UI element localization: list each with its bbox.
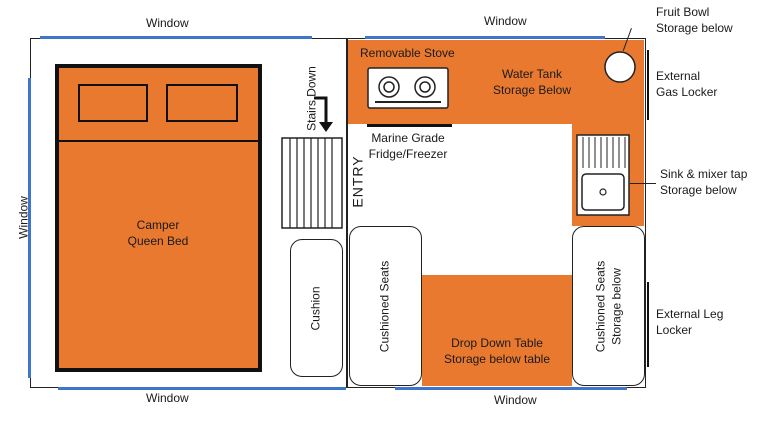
stairs-down-arrow-icon <box>314 96 333 132</box>
fridge-bar <box>367 124 452 127</box>
gas-locker-label-line2: Gas Locker <box>656 85 718 99</box>
drop-down-table <box>422 275 572 386</box>
cushioned-seats-right-label-line1: Cushioned Seats <box>593 260 608 353</box>
pillow-right <box>166 84 238 122</box>
removable-stove-label: Removable Stove <box>360 46 455 60</box>
fridge-label-line2: Fridge/Freezer <box>368 147 448 161</box>
window-strip-left <box>28 78 31 378</box>
cushion-label: Cushion <box>308 286 323 331</box>
stove-icon <box>367 67 449 109</box>
leg-locker-bar <box>647 282 649 367</box>
window-label-bottom-right: Window <box>494 393 537 407</box>
window-label-top-right: Window <box>484 14 527 28</box>
bed-label-line2: Queen Bed <box>127 234 189 248</box>
window-strip-bottom-left <box>58 387 346 390</box>
cushioned-seats-left <box>349 226 422 386</box>
bed-headboard-line <box>55 140 262 142</box>
cushion <box>290 239 343 377</box>
table-label-line1: Drop Down Table <box>451 336 543 350</box>
partition-wall <box>346 38 348 388</box>
fruit-bowl-label: Fruit Bowl <box>656 5 710 19</box>
stairs <box>281 137 343 229</box>
cushioned-seats-left-label: Cushioned Seats <box>377 260 392 353</box>
water-tank-label-line1: Water Tank <box>501 67 563 81</box>
sink-label-line2: Storage below <box>660 183 737 197</box>
leg-locker-label-line1: External Leg <box>656 307 724 321</box>
bed-label-line1: Camper <box>136 218 180 232</box>
cushioned-seats-right <box>572 226 645 386</box>
window-label-left: Window <box>16 196 31 239</box>
window-strip-top-left <box>40 36 312 39</box>
fruit-bowl-icon <box>604 51 636 83</box>
pillow-left <box>78 84 148 122</box>
leg-locker-label-line2: Locker <box>656 323 693 337</box>
gas-locker-bar <box>647 50 649 120</box>
fruit-bowl-storage-label: Storage below <box>656 21 733 35</box>
sink-icon <box>576 134 630 216</box>
sink-label-line1: Sink & mixer tap <box>660 167 748 181</box>
window-label-bottom-left: Window <box>146 391 189 405</box>
cushioned-seats-right-label-line2: Storage below <box>609 268 624 345</box>
window-label-top-left: Window <box>146 16 189 30</box>
window-strip-bottom-right <box>395 387 627 390</box>
window-strip-top-right <box>365 36 605 39</box>
sink-leader <box>630 183 656 184</box>
water-tank-label-line2: Storage Below <box>492 83 572 97</box>
fridge-label-line1: Marine Grade <box>371 131 445 145</box>
gas-locker-label-line1: External <box>656 69 701 83</box>
table-label-line2: Storage below table <box>443 352 551 366</box>
